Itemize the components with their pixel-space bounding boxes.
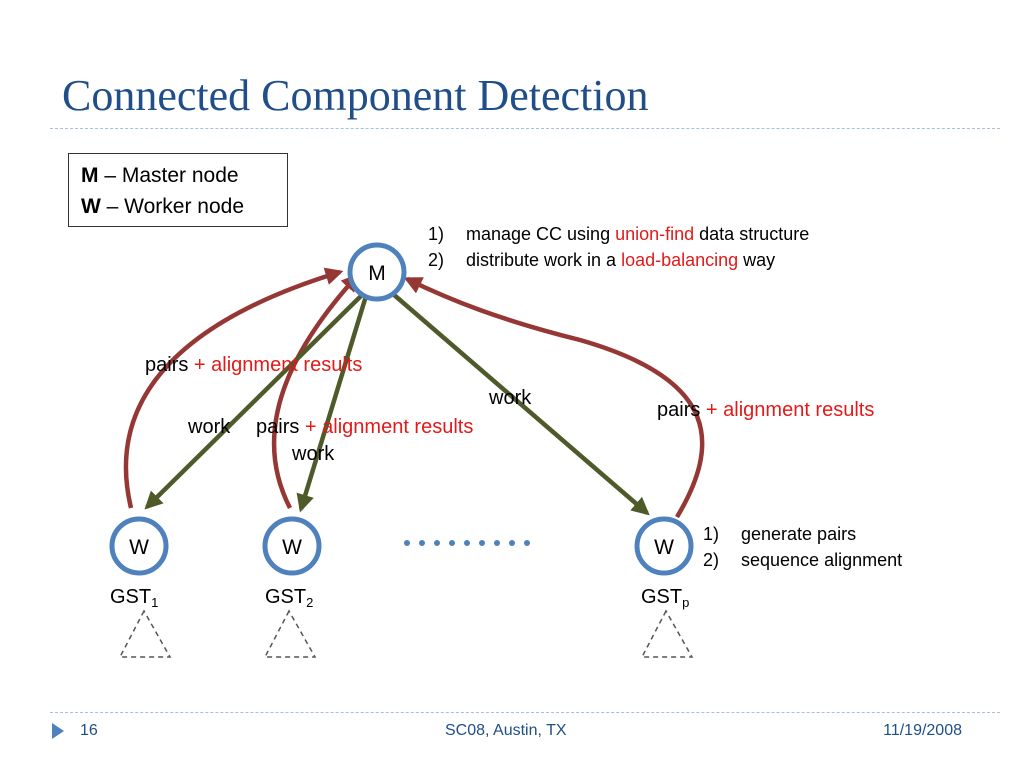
footer-date: 11/19/2008 xyxy=(883,722,962,739)
master-node: M xyxy=(347,242,407,302)
gst-tree-1 xyxy=(118,609,172,658)
worker-node-3: W xyxy=(634,516,694,576)
legend-worker: W – Worker node xyxy=(81,191,275,222)
page-number: 16 xyxy=(80,722,98,739)
legend-master: M – Master node xyxy=(81,160,275,191)
gst-tree-2 xyxy=(263,609,317,658)
ellipsis-dots xyxy=(404,540,530,546)
worker-note-1: 1)generate pairs xyxy=(703,524,857,544)
worker-node-1: W xyxy=(109,516,169,576)
worker-note-2: 2)sequence alignment xyxy=(703,550,903,570)
gst-tree-3 xyxy=(640,609,694,658)
work-arrow-3 xyxy=(391,292,650,516)
master-notes: 1)manage CC using union-find data struct… xyxy=(428,221,809,273)
legend-worker-key: W xyxy=(81,195,101,218)
result-arrow-2 xyxy=(271,273,360,510)
worker-node-2-label: W xyxy=(282,536,302,559)
master-node-label: M xyxy=(368,262,386,285)
legend-box: M – Master node W – Worker node xyxy=(68,153,288,227)
result-label-2: pairs + alignment results xyxy=(256,416,474,438)
result-label-1: pairs + alignment results xyxy=(145,354,363,376)
work-label-3: work xyxy=(489,387,532,409)
legend-worker-text: – Worker node xyxy=(100,195,245,218)
worker-node-2: W xyxy=(262,516,322,576)
legend-master-key: M xyxy=(81,164,99,187)
result-label-3: pairs + alignment results xyxy=(657,399,875,421)
gst-label-1: GST1 xyxy=(110,586,159,610)
work-label-1: work xyxy=(188,416,231,438)
worker-notes: 1)generate pairs 2)sequence alignment xyxy=(703,521,902,573)
gst-label-2: GST2 xyxy=(265,586,314,610)
result-arrow-3 xyxy=(403,276,705,519)
slide-title: Connected Component Detection xyxy=(62,71,649,120)
gst-label-3: GSTp xyxy=(641,586,690,610)
title-divider xyxy=(50,128,1000,129)
master-note-2: 2)distribute work in a load-balancing wa… xyxy=(428,250,776,270)
worker-node-1-label: W xyxy=(129,536,149,559)
legend-master-text: – Master node xyxy=(98,164,239,187)
footer-divider xyxy=(50,712,1000,713)
result-arrow-1 xyxy=(123,267,344,509)
worker-node-3-label: W xyxy=(654,536,674,559)
work-arrow-1 xyxy=(144,291,366,510)
master-note-1: 1)manage CC using union-find data struct… xyxy=(428,224,810,244)
work-arrow-2 xyxy=(296,295,369,513)
footer-event: SC08, Austin, TX xyxy=(445,722,567,739)
work-label-2: work xyxy=(292,443,335,465)
